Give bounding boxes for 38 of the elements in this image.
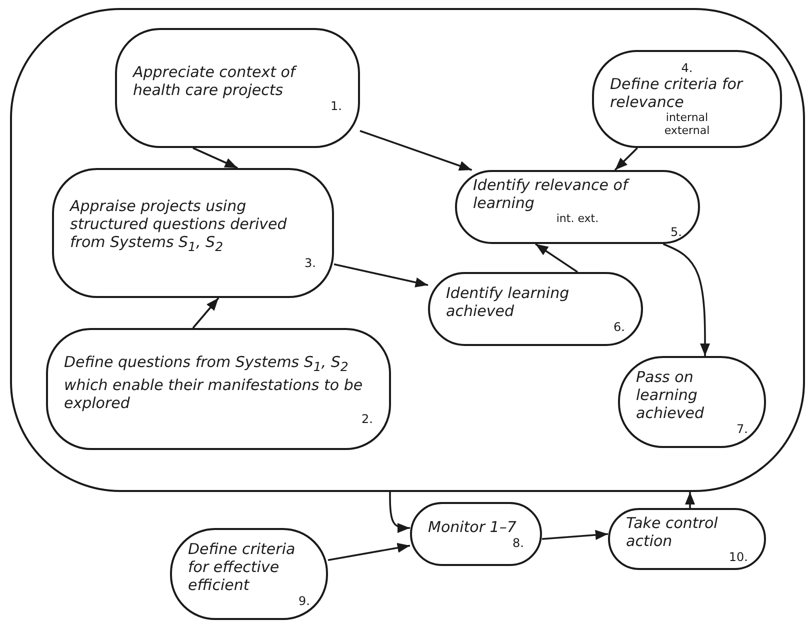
arrow <box>328 542 410 561</box>
boundary-box <box>10 8 805 492</box>
node-note: internal <box>664 111 710 124</box>
node-text: Appraise projects using structured questions derived from Systems S$_{1}$, S$_{2}$ <box>70 196 288 256</box>
arrow <box>535 243 578 273</box>
arrow <box>334 263 428 288</box>
step-number: 2. <box>360 412 373 426</box>
node-text: Define questions from Systems S$_{1}$, S$_{2}$ which enable their manifestations to be explored <box>64 352 364 412</box>
step-number: 4. <box>680 61 694 75</box>
step-number: 9. <box>298 594 310 608</box>
step-number: 6. <box>612 320 625 334</box>
node-text: Appreciate context of health care projects <box>133 63 298 99</box>
node-text: Define criteria for effective efficient <box>188 540 296 594</box>
node-text: Identify relevance of learning <box>473 176 631 212</box>
node-text: Monitor 1–7 <box>428 518 518 536</box>
node-note: int. ext. <box>555 212 600 224</box>
node-text: Take control action <box>626 514 719 550</box>
node-text: Pass on learning achieved <box>636 368 705 422</box>
step-number: 8. <box>512 536 524 550</box>
arrow <box>614 147 638 171</box>
step-number: 3. <box>304 256 316 270</box>
process-box <box>592 50 782 148</box>
step-number: 7. <box>736 422 748 436</box>
process-box <box>52 168 334 298</box>
node-note: external <box>663 124 711 137</box>
process-box <box>46 328 391 450</box>
process-box <box>115 28 360 148</box>
arrow <box>684 492 696 508</box>
arrow <box>389 492 410 534</box>
step-number: 1. <box>330 99 342 113</box>
node-text: Define criteria for relevance <box>610 75 744 111</box>
arrow <box>542 530 608 540</box>
arrow <box>192 297 220 329</box>
node-text: Identify learning achieved <box>446 284 570 320</box>
arrow <box>662 243 710 356</box>
arrow <box>360 130 472 171</box>
step-number: 10. <box>728 550 748 564</box>
step-number: 5. <box>670 224 682 238</box>
